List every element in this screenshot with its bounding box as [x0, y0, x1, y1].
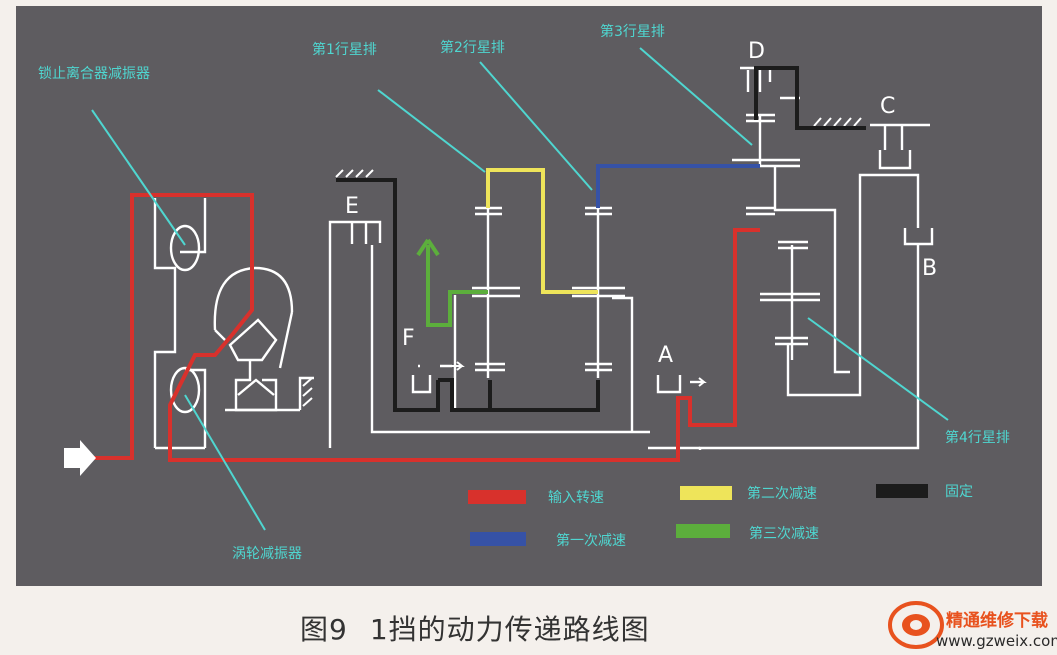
label-A: A — [658, 343, 673, 368]
legend-swatch-third — [676, 524, 730, 538]
label-ps3: 第3行星排 — [600, 23, 665, 40]
clutch-a-arrow — [690, 377, 707, 387]
legend-label-input: 输入转速 — [548, 490, 604, 506]
legend: 输入转速 第二次减速 固定 第一次减速 第三次减速 — [468, 484, 973, 549]
figure-title: 1挡的动力传递路线图 — [369, 613, 650, 646]
clutch-f-arrow — [452, 361, 465, 371]
watermark-url: www.gzweix.com — [936, 632, 1057, 650]
label-ps1: 第1行星排 — [312, 41, 377, 58]
legend-swatch-second — [680, 486, 732, 500]
label-lockup-damper-line1: 锁止离合器减振器 — [38, 65, 150, 82]
ground-hatches — [302, 117, 862, 407]
label-D: D — [748, 39, 765, 64]
figure-number: 图9 — [300, 613, 348, 646]
label-B: B — [922, 256, 937, 281]
label-E: E — [345, 194, 359, 219]
structure-lines — [153, 66, 934, 450]
watermark-logo-icon — [888, 601, 944, 649]
diagram-panel — [16, 6, 1042, 586]
label-ps2: 第2行星排 — [440, 39, 505, 56]
legend-swatch-fixed — [876, 484, 928, 498]
legend-label-third: 第三次减速 — [749, 525, 819, 542]
label-turbine-damper: 涡轮减振器 — [232, 546, 302, 562]
third-reduction-path — [426, 245, 488, 327]
label-F: F — [402, 326, 415, 351]
legend-label-second: 第二次减速 — [747, 485, 817, 502]
legend-swatch-first — [470, 532, 526, 546]
first-reduction-path — [596, 164, 760, 208]
label-ps4: 第4行星排 — [945, 429, 1010, 446]
second-reduction-path — [486, 168, 598, 294]
legend-label-fixed: 固定 — [945, 484, 973, 500]
input-speed-path — [92, 193, 760, 462]
input-arrow — [64, 440, 96, 476]
legend-swatch-input — [468, 490, 526, 504]
legend-label-first: 第一次减速 — [556, 532, 626, 549]
output-arrow — [416, 238, 440, 257]
fixed-path — [336, 66, 866, 412]
leader-lines — [91, 47, 949, 531]
label-C: C — [880, 94, 895, 119]
watermark-name: 精通维修下载 — [946, 611, 1048, 631]
figure-caption: 图9 1挡的动力传递路线图 — [300, 608, 650, 648]
